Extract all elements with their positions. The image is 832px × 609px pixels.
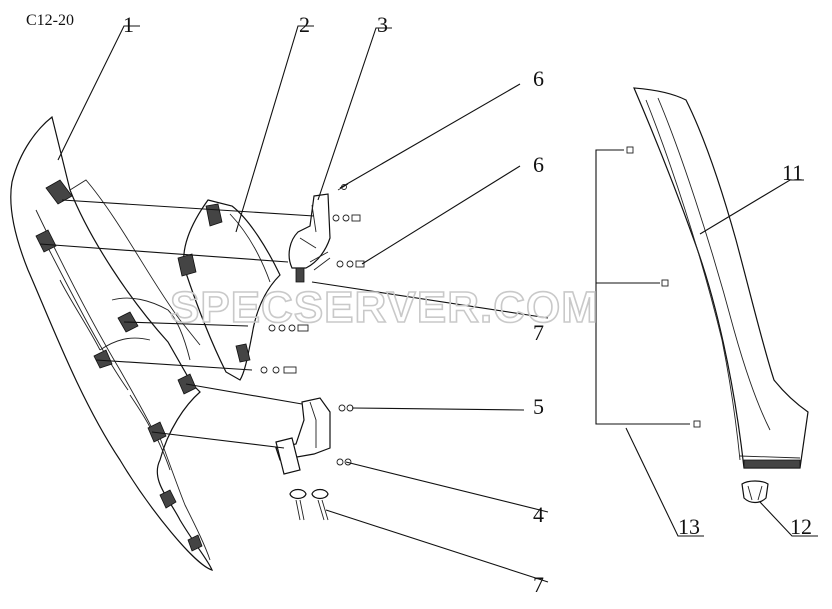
callout-13: 13 (678, 514, 700, 539)
part-2-bracket-plate (177, 199, 281, 381)
bolt-7b (311, 488, 329, 521)
fastener-upper-1 (332, 214, 361, 222)
callout-5: 5 (533, 394, 544, 419)
callout-1: 1 (123, 12, 134, 37)
leader-lines (39, 25, 818, 583)
fastener-upper-2 (337, 183, 349, 191)
part-3-small-bracket (288, 193, 331, 283)
fastener-mid-2 (268, 324, 309, 332)
callout-11: 11 (782, 160, 803, 185)
clip-7-upper (309, 251, 331, 271)
callout-2: 2 (299, 12, 310, 37)
callout-12: 12 (790, 514, 812, 539)
callout-4: 4 (533, 502, 544, 527)
callout-7-upper: 7 (533, 320, 544, 345)
part-12-clip (741, 480, 769, 504)
part-13-rivet-set (595, 146, 701, 428)
callout-6-upper: 6 (533, 66, 544, 91)
fastener-set (260, 183, 365, 521)
part-4-mounting-bracket (275, 397, 331, 475)
watermark: SPECSERVER.COM (170, 283, 599, 332)
callout-7-lower: 7 (533, 572, 544, 597)
drawing-code: C12-20 (26, 12, 74, 29)
part-11-trim-strip (633, 87, 809, 469)
fastener-mid-1 (336, 260, 365, 268)
callout-3: 3 (377, 12, 388, 37)
fastener-5 (338, 404, 354, 412)
fastener-low-1 (260, 366, 297, 374)
fastener-4 (336, 458, 352, 466)
part-1-fender-panel (10, 115, 214, 571)
bolt-7a (289, 488, 307, 521)
callout-6-lower: 6 (533, 152, 544, 177)
